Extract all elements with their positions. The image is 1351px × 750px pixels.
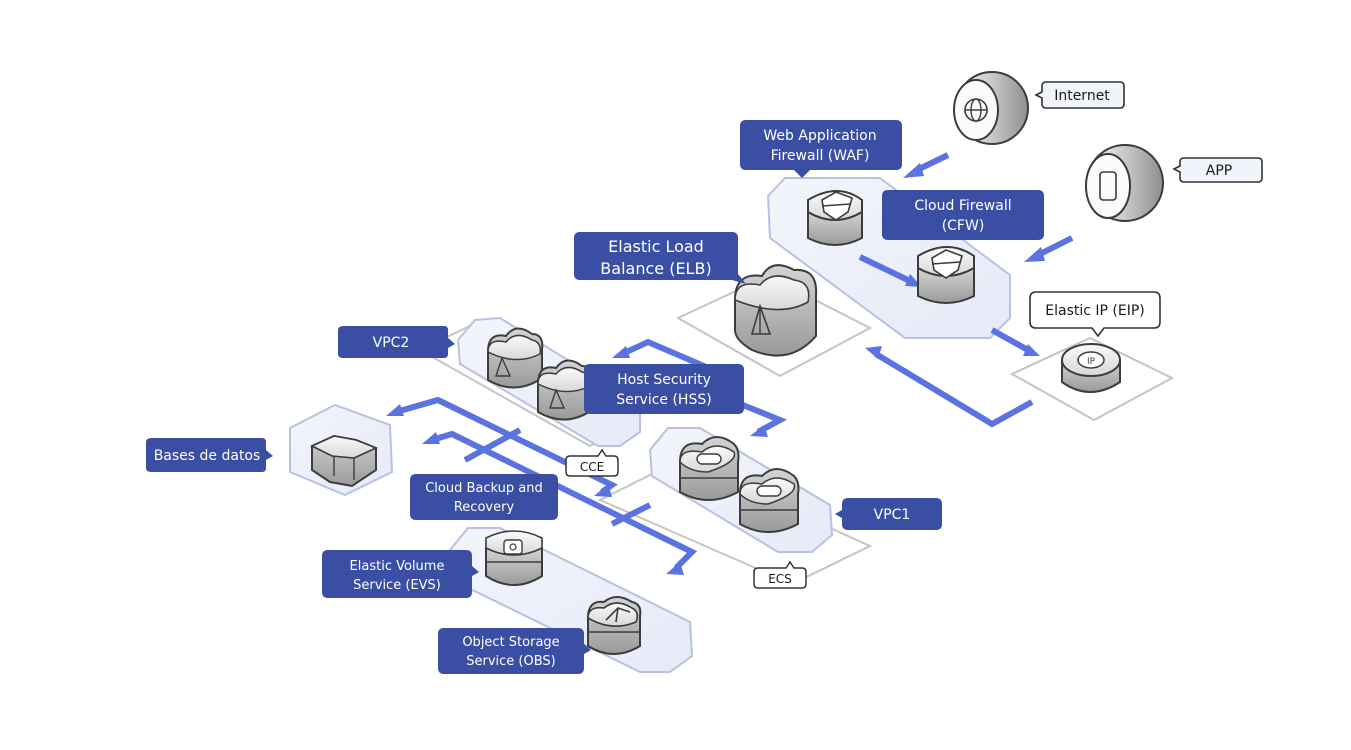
hss-label-line2: Service (HSS)	[616, 392, 711, 408]
elb-label: Elastic Load Balance (ELB)	[574, 232, 746, 284]
cfw-label: Cloud Firewall (CFW)	[882, 190, 1044, 240]
cce-label: CCE	[565, 448, 619, 477]
phone-icon	[1085, 144, 1164, 222]
waf-shield-icon	[807, 190, 863, 246]
elb-label-line1: Elastic Load	[608, 237, 704, 256]
vpc2-label-text: VPC2	[373, 335, 410, 351]
hss-label-line1: Host Security	[617, 372, 711, 388]
waf-label: Web Application Firewall (WAF)	[740, 120, 902, 178]
svg-text:IP: IP	[1087, 357, 1096, 367]
databases-label-text: Bases de datos	[154, 448, 261, 464]
obs-label-line2: Service (OBS)	[466, 654, 556, 669]
volume-disk-icon	[485, 530, 543, 586]
arrow-heads	[386, 163, 1045, 575]
cbr-label-line2: Recovery	[454, 500, 515, 515]
ecs-label-text: ECS	[768, 572, 792, 586]
cce-cloud-icon-1	[487, 327, 544, 389]
evs-label-line1: Elastic Volume	[350, 559, 445, 574]
evs-label-line2: Service (EVS)	[353, 578, 441, 593]
cce-cloud-icon-2	[537, 359, 594, 421]
waf-label-line2: Firewall (WAF)	[771, 148, 870, 164]
cfw-label-line2: (CFW)	[942, 218, 985, 234]
ecs-server-icon-1	[679, 436, 740, 501]
obs-label-line1: Object Storage	[462, 635, 559, 650]
obs-label: Object Storage Service (OBS)	[438, 628, 591, 674]
internet-label: Internet	[1034, 81, 1125, 109]
hss-label: Host Security Service (HSS)	[584, 364, 744, 414]
database-hex-icon	[310, 434, 379, 488]
outlined-labels: Internet APP Elastic IP (EIP) CCE ECS	[565, 81, 1263, 589]
databases-label: Bases de datos	[146, 438, 273, 472]
vpc2-label: VPC2	[338, 326, 455, 358]
eip-disk-icon: IP	[1061, 343, 1121, 393]
ecs-label: ECS	[753, 560, 807, 589]
vpc1-label-text: VPC1	[874, 507, 911, 523]
vpc1-label: VPC1	[835, 498, 942, 530]
upload-cloud-icon	[587, 596, 642, 655]
eip-label: Elastic IP (EIP)	[1029, 291, 1161, 338]
globe-icon	[953, 71, 1029, 145]
internet-label-text: Internet	[1054, 88, 1110, 104]
app-label-text: APP	[1206, 163, 1232, 179]
app-label: APP	[1172, 157, 1263, 183]
flow-arrows	[395, 152, 1074, 571]
eip-label-text: Elastic IP (EIP)	[1045, 303, 1145, 319]
cbr-label-line1: Cloud Backup and	[425, 481, 543, 496]
evs-label: Elastic Volume Service (EVS)	[322, 550, 479, 598]
elb-cloud-icon	[734, 264, 818, 357]
elb-label-line2: Balance (ELB)	[600, 259, 711, 278]
cfw-label-line1: Cloud Firewall	[914, 198, 1011, 214]
cfw-shield-icon	[917, 246, 975, 304]
ecs-server-icon-2	[739, 468, 800, 533]
cbr-label: Cloud Backup and Recovery	[410, 474, 558, 520]
cce-label-text: CCE	[580, 460, 604, 474]
callouts: Web Application Firewall (WAF) Cloud Fir…	[146, 120, 1044, 674]
waf-label-line1: Web Application	[763, 128, 876, 144]
